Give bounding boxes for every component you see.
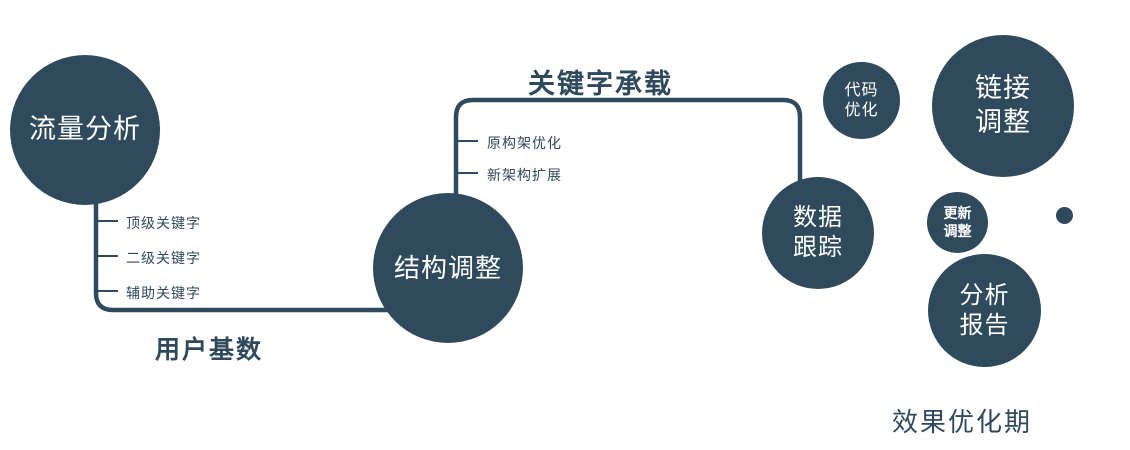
- tick-marks-middle: [456, 140, 478, 174]
- node-link-adjustment-label-line2: 调整: [975, 107, 1031, 137]
- node-code-optimization-label-line2: 优化: [844, 101, 879, 119]
- node-code-optimization: 代码 优化: [823, 62, 900, 139]
- node-link-adjustment-label-line1: 链接: [975, 73, 1031, 104]
- node-data-tracking-label-line2: 跟踪: [793, 234, 843, 261]
- node-update-adjustment: 更新 调整: [927, 192, 988, 253]
- edge-label-keyword-carry: 关键字承载: [528, 69, 673, 99]
- edge-path-user-base: [93, 155, 445, 313]
- node-data-tracking: 数据 跟踪: [762, 177, 874, 289]
- node-traffic-analysis: 流量分析: [10, 55, 160, 205]
- node-code-optimization-label-line1: 代码: [844, 81, 879, 99]
- node-analysis-report-label-line1: 分析: [959, 281, 1010, 309]
- node-structure-adjustment-label: 结构调整: [393, 252, 502, 283]
- tick-label-new-architecture: 新架构扩展: [487, 167, 562, 183]
- node-link-adjustment: 链接 调整: [932, 35, 1074, 177]
- node-analysis-report-label-line2: 报告: [959, 311, 1010, 339]
- node-data-tracking-label-line1: 数据: [793, 204, 843, 231]
- edge-label-user-base: 用户基数: [155, 336, 264, 364]
- tick-label-top-keywords: 顶级关键字: [126, 215, 201, 231]
- small-dot-marker: [1056, 207, 1073, 224]
- tick-label-original-architecture: 原构架优化: [487, 135, 562, 151]
- footer-phase-label: 效果优化期: [892, 407, 1033, 437]
- edge-path-keyword-carry: [453, 97, 803, 245]
- tick-label-auxiliary-keywords: 辅助关键字: [126, 285, 201, 301]
- tick-label-secondary-keywords: 二级关键字: [126, 250, 201, 266]
- node-update-adjustment-label-line1: 更新: [943, 205, 972, 221]
- node-analysis-report: 分析 报告: [928, 254, 1041, 367]
- node-structure-adjustment: 结构调整: [373, 193, 523, 343]
- tick-marks-left: [96, 220, 118, 292]
- node-traffic-analysis-label: 流量分析: [29, 114, 141, 145]
- node-update-adjustment-label-line2: 调整: [943, 222, 972, 239]
